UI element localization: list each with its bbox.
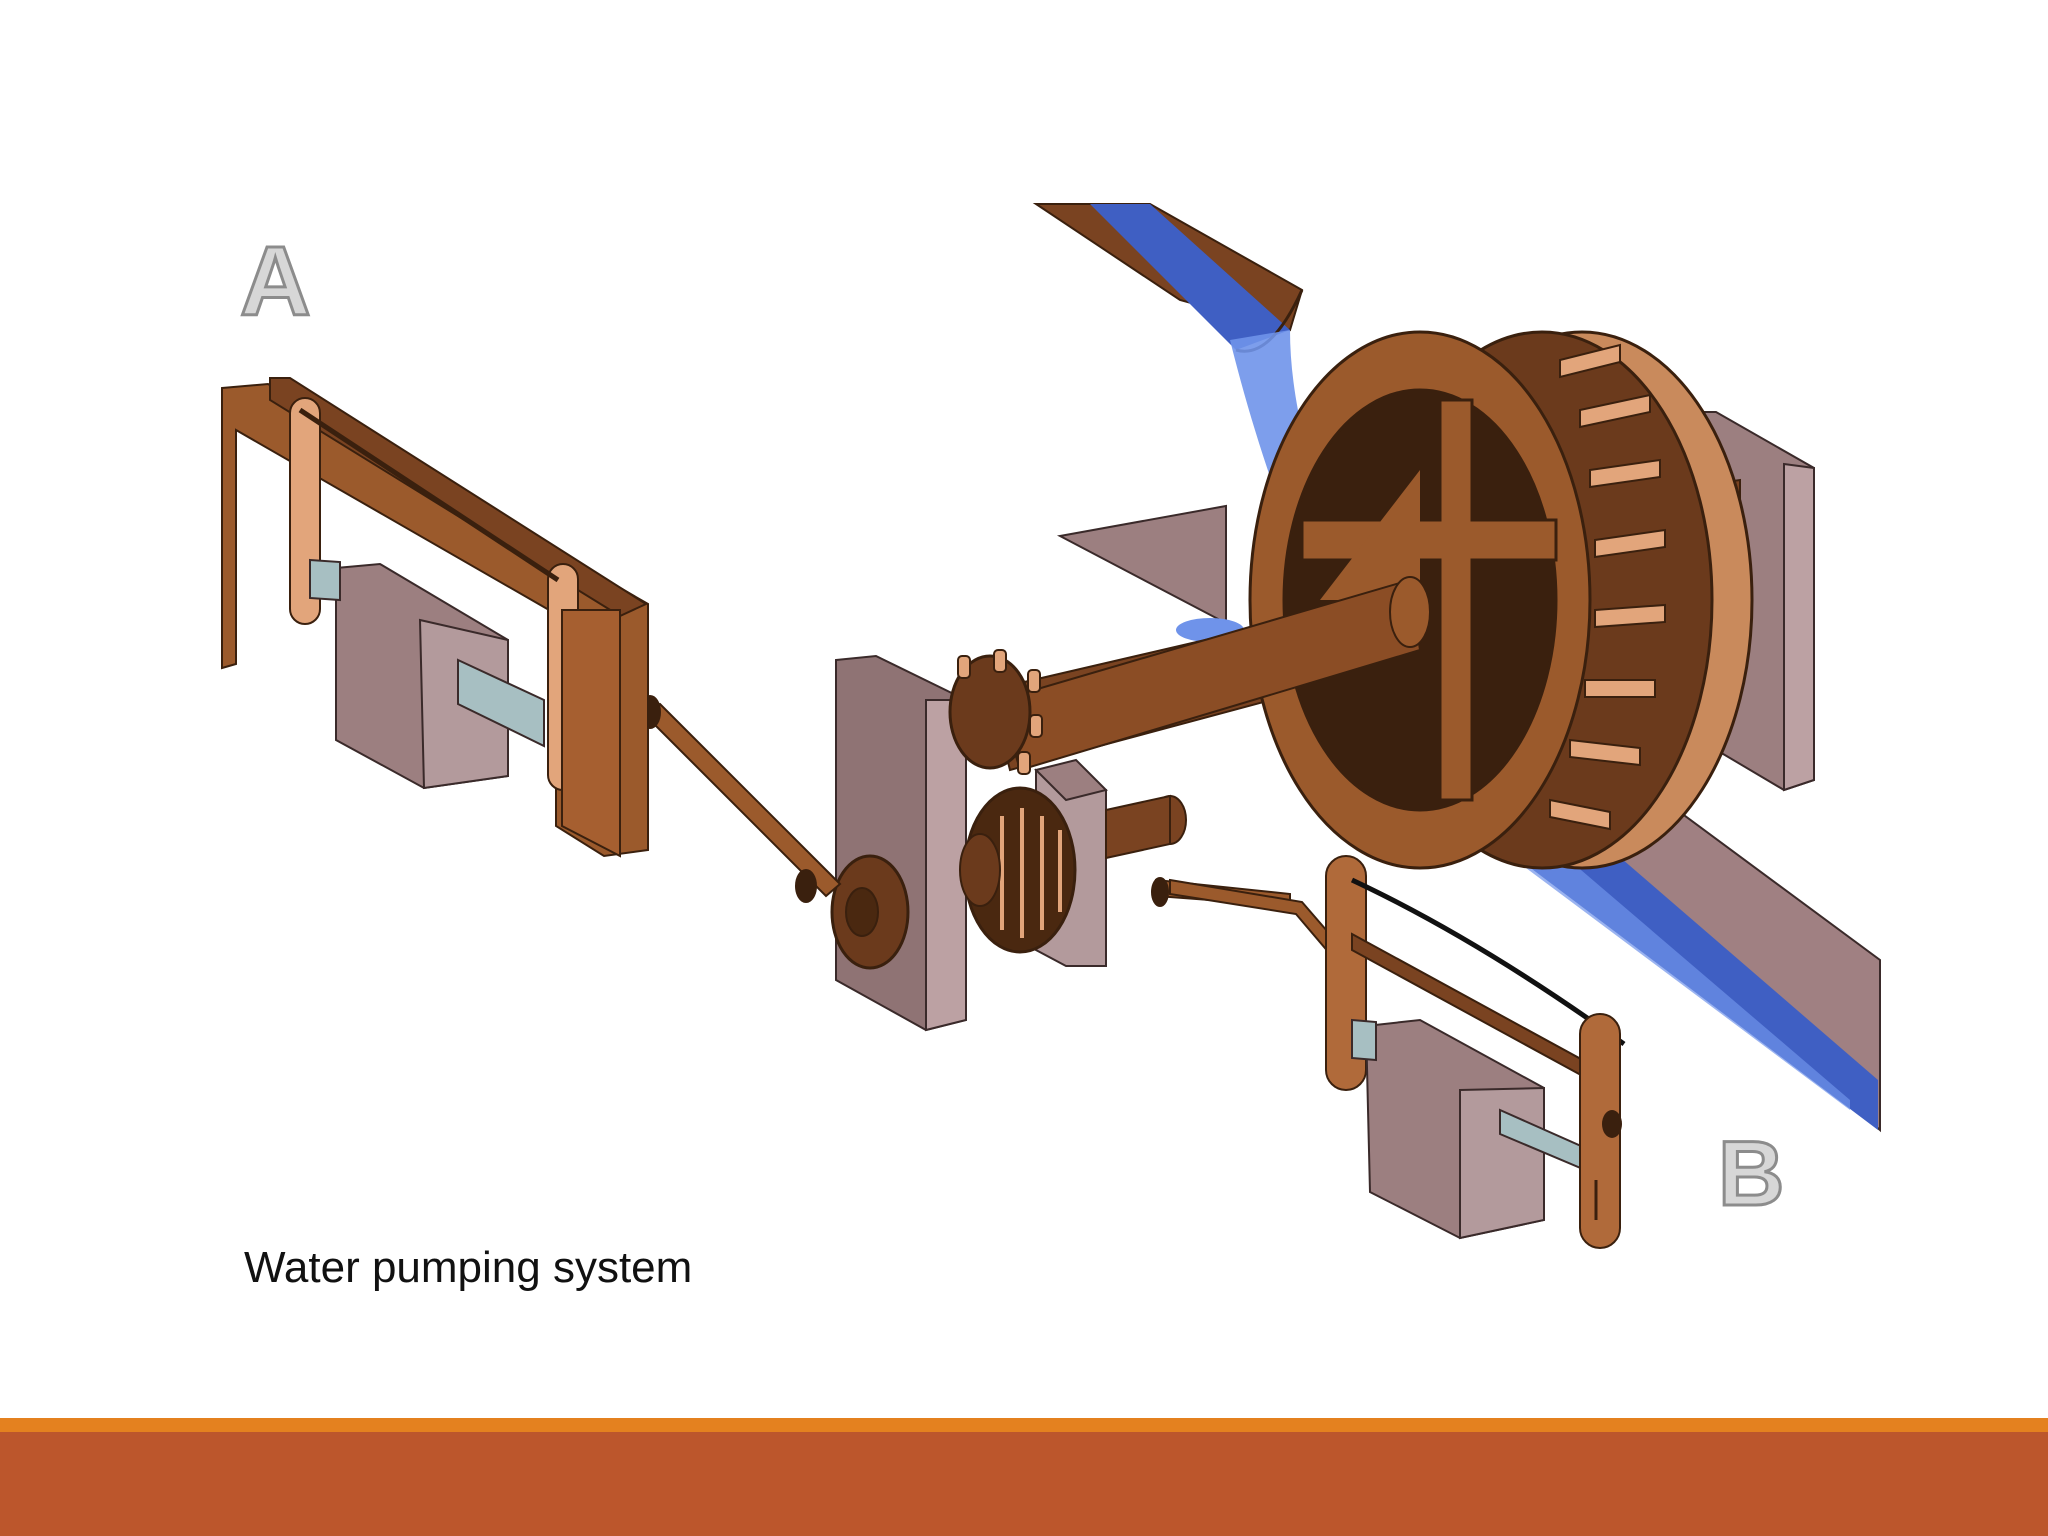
cam-gear: [830, 649, 1187, 970]
lower-water-channel: [1056, 504, 1881, 1133]
slide-caption: Water pumping system: [244, 1243, 693, 1292]
connecting-rods: [638, 695, 1342, 956]
label-a: A: [239, 226, 313, 336]
pump-b: [1325, 855, 1626, 1249]
accent-line: [0, 1418, 2048, 1432]
water-wheel: [1248, 330, 1754, 870]
footer-band: [0, 1432, 2048, 1536]
pump-a: [221, 377, 649, 858]
label-b: B: [1716, 1123, 1785, 1225]
